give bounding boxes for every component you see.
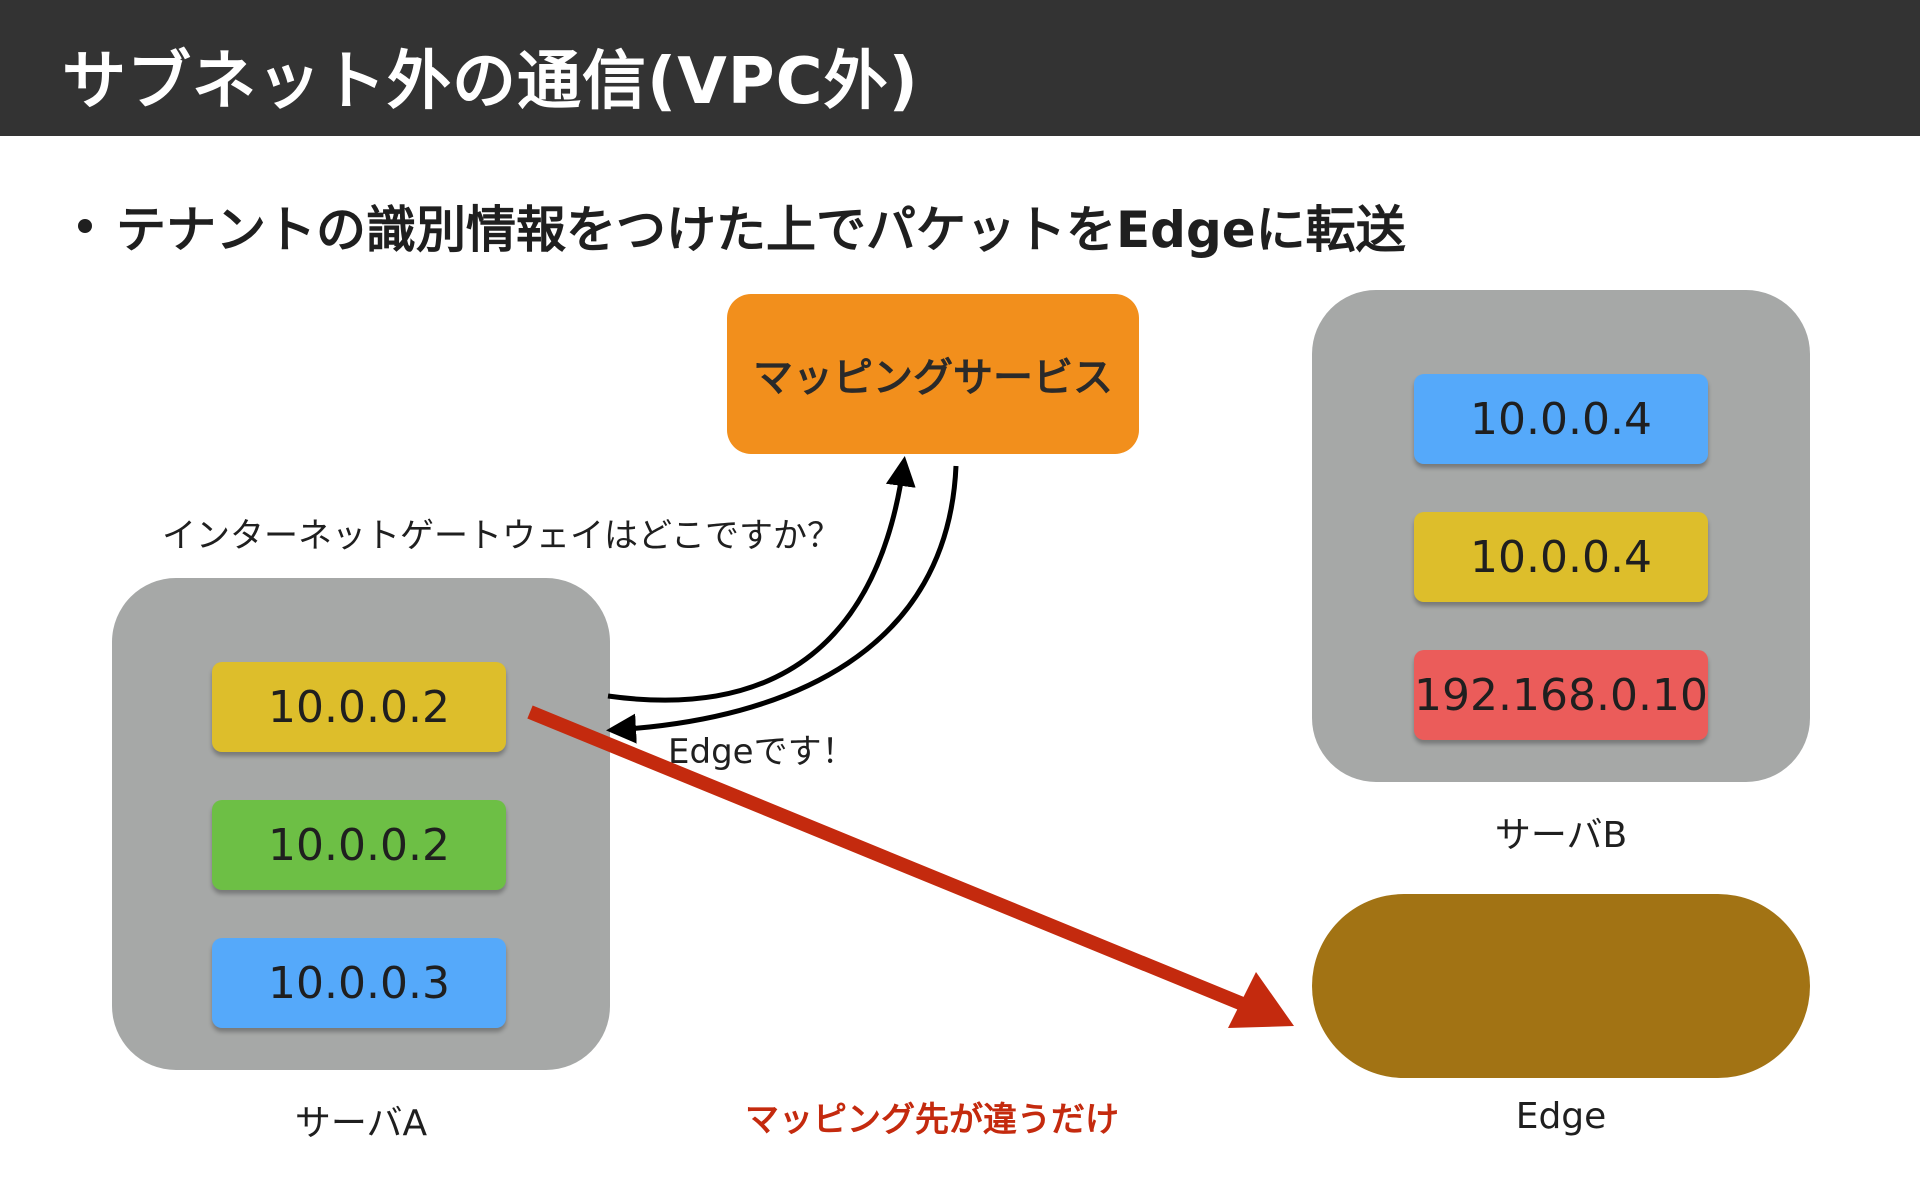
- packet-arrow-line: [527, 705, 1265, 1019]
- edge-box: [1312, 894, 1810, 1078]
- question-message: インターネットゲートウェイはどこですか？: [162, 516, 841, 556]
- slide-title: サブネット外の通信(VPC外): [62, 45, 919, 119]
- edge-label: Edge: [1515, 1096, 1607, 1137]
- mapping-service-label: マッピングサービス: [753, 355, 1113, 401]
- mapping-note: マッピング先が違うだけ: [745, 1100, 1119, 1140]
- bullet-item: テナントの識別情報をつけた上でパケットをEdgeに転送: [78, 196, 1406, 259]
- response-arrow: [606, 465, 959, 744]
- ip-address: 10.0.0.4: [1470, 393, 1652, 445]
- ip-chip: 10.0.0.4: [1414, 374, 1708, 464]
- query-arrow: [607, 456, 916, 703]
- ip-chip: 192.168.0.10: [1414, 650, 1708, 740]
- ip-address: 10.0.0.2: [268, 819, 450, 871]
- server-a-box: 10.0.0.2 10.0.0.2 10.0.0.3: [112, 578, 610, 1070]
- bullet-dot-icon: [78, 219, 92, 233]
- server-b-box: 10.0.0.4 10.0.0.4 192.168.0.10: [1312, 290, 1810, 782]
- ip-chip: 10.0.0.4: [1414, 512, 1708, 602]
- bullet-text: テナントの識別情報をつけた上でパケットをEdgeに転送: [116, 201, 1406, 259]
- server-a-label: サーバA: [294, 1103, 428, 1144]
- server-b-label: サーバB: [1494, 815, 1628, 856]
- title-bar: サブネット外の通信(VPC外): [0, 0, 1920, 136]
- packet-arrow-head: [1228, 972, 1294, 1028]
- answer-message: Edgeです！: [668, 732, 856, 772]
- ip-address: 10.0.0.4: [1470, 531, 1652, 583]
- ip-chip: 10.0.0.2: [212, 800, 506, 890]
- ip-chip: 10.0.0.3: [212, 938, 506, 1028]
- ip-chip: 10.0.0.2: [212, 662, 506, 752]
- mapping-service-box: マッピングサービス: [727, 294, 1139, 454]
- ip-address: 10.0.0.2: [268, 681, 450, 733]
- ip-address: 10.0.0.3: [268, 957, 450, 1009]
- ip-address: 192.168.0.10: [1414, 669, 1708, 721]
